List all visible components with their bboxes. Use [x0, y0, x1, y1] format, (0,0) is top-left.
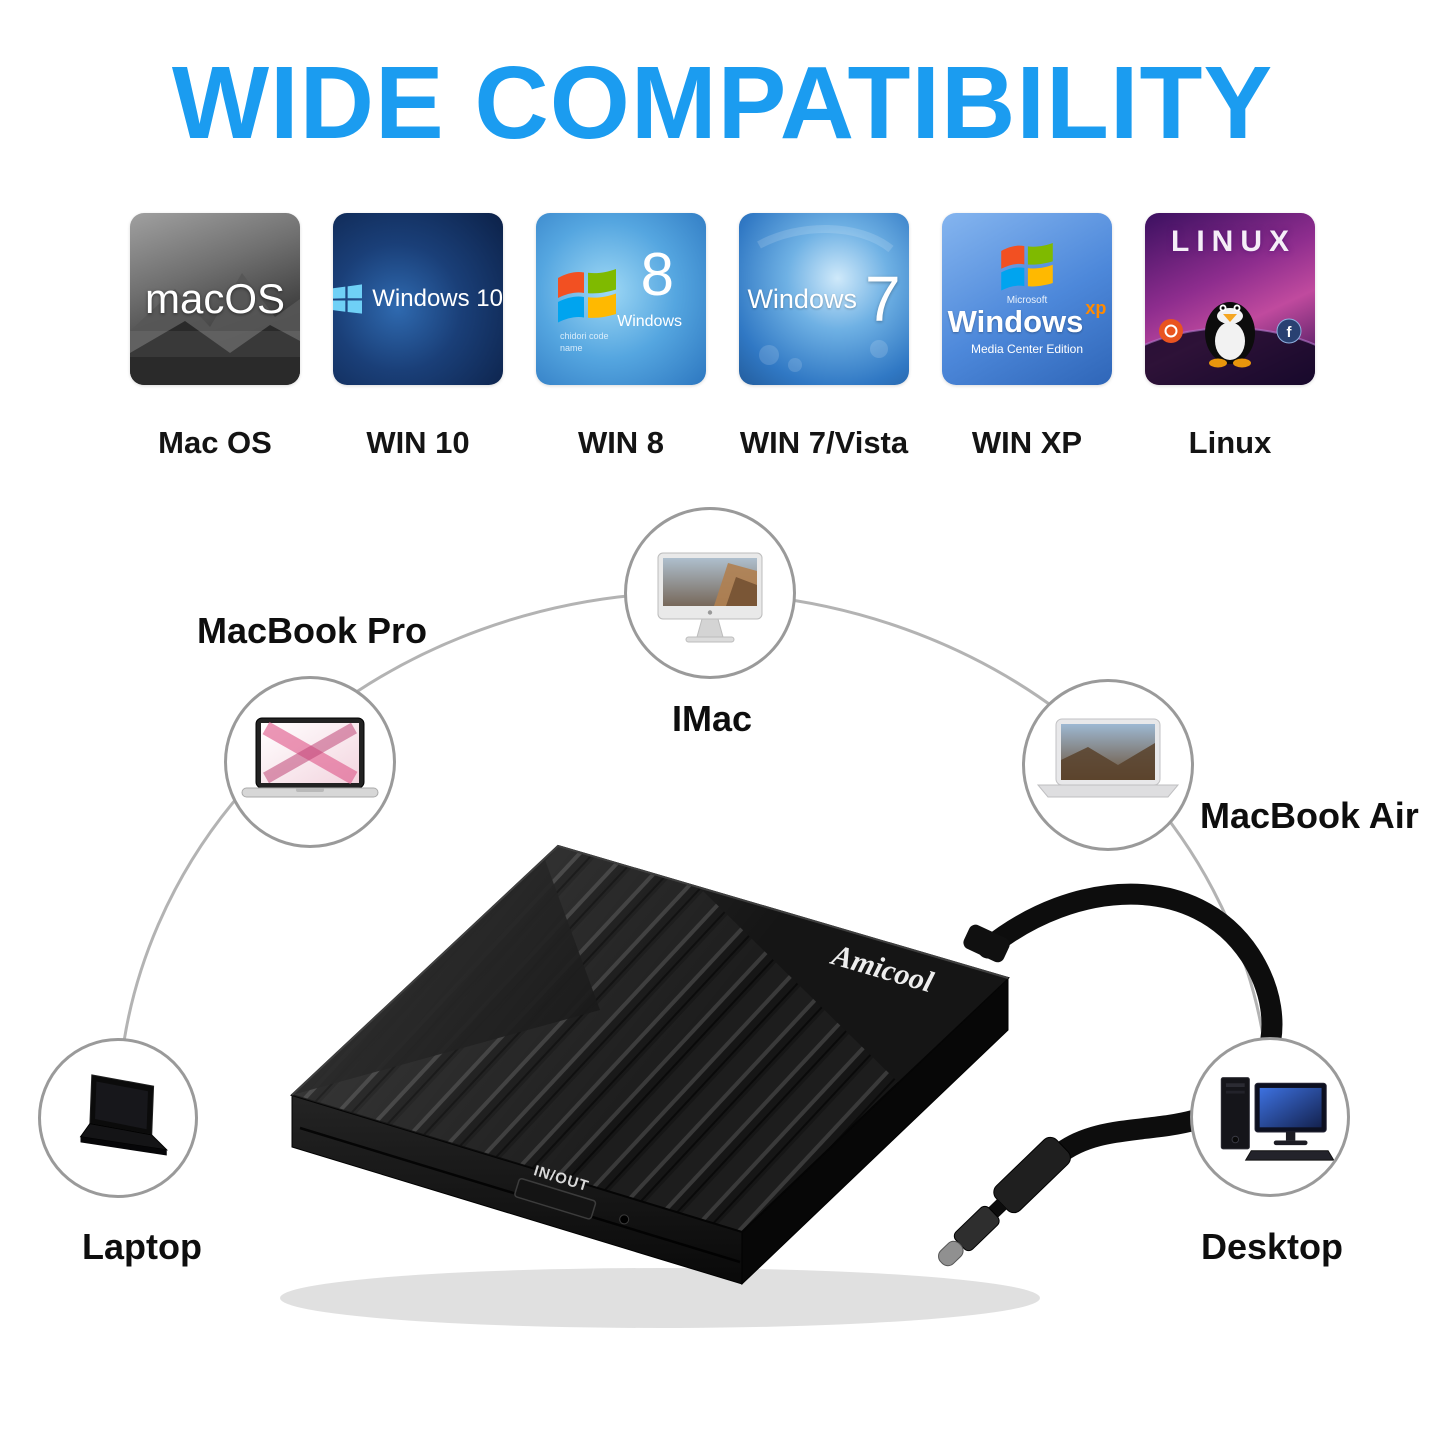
windows8-tile-image: 8 Windows chidori code name — [536, 213, 706, 385]
macos-mountain-artwork — [130, 273, 300, 385]
device-label-imac: IMac — [671, 698, 753, 739]
windows10-tile-image: Windows 10 — [333, 213, 503, 385]
device-label-macbook-pro: MacBook Pro — [196, 610, 428, 651]
fedora-logo-icon: f — [1276, 318, 1302, 344]
os-caption-windows10: WIN 10 — [366, 425, 470, 460]
linux-tile-image: f LINUX — [1145, 213, 1315, 385]
device-circle-imac — [624, 507, 796, 679]
windows-flag-icon — [558, 269, 616, 323]
os-caption-windows7: WIN 7/Vista — [739, 425, 909, 460]
windows7-number: 7 — [864, 263, 901, 335]
os-tile-windows10: Windows 10 WIN 10 — [333, 213, 503, 461]
usb-c-tip — [938, 1240, 964, 1267]
device-circle-desktop — [1190, 1037, 1350, 1197]
desktop-icon — [1220, 1077, 1335, 1161]
laptop-icon — [79, 1074, 169, 1156]
device-label-desktop: Desktop — [1200, 1226, 1344, 1267]
os-tiles-row: macOS Mac OS Windows 10 WIN 10 — [0, 213, 1445, 461]
macbook-air-icon — [1036, 718, 1180, 798]
os-tile-macos: macOS Mac OS — [130, 213, 300, 461]
imac-icon — [657, 552, 763, 643]
windowsxp-xp-label: xp — [1085, 297, 1107, 318]
os-tile-windows7: Windows 7 WIN 7/Vista — [739, 213, 909, 461]
windows10-logo-icon — [333, 284, 363, 314]
windows10-wordmark: Windows 10 — [372, 285, 503, 312]
windows8-wordmark: Windows — [617, 313, 682, 330]
macos-wordmark: macOS — [144, 275, 286, 322]
drive-shadow — [280, 1268, 1040, 1328]
windowsxp-microsoft-label: Microsoft — [1006, 294, 1048, 306]
os-caption-windows8: WIN 8 — [577, 425, 665, 460]
tux-penguin-icon — [1205, 302, 1255, 368]
device-label-laptop: Laptop — [82, 1226, 202, 1267]
fedora-glyph: f — [1287, 324, 1293, 341]
windows8-number: 8 — [640, 241, 674, 308]
usb-cable — [938, 883, 1283, 1267]
linux-wordmark: LINUX — [1171, 225, 1296, 258]
os-caption-linux: Linux — [1188, 425, 1272, 460]
device-label-macbook-air: MacBook Air — [1200, 795, 1419, 836]
os-tile-windows8: 8 Windows chidori code name WIN 8 — [536, 213, 706, 461]
dvd-drive: Amicool IN/OUT — [290, 844, 1010, 1286]
os-caption-macos: Mac OS — [158, 425, 272, 460]
usb-a-adapter — [993, 1136, 1071, 1214]
device-circle-macbook-pro — [224, 676, 396, 848]
os-caption-windowsxp: WIN XP — [971, 425, 1083, 460]
cable-strain-relief — [963, 924, 1010, 963]
windowsxp-flag-icon — [1001, 242, 1053, 291]
linux-artwork: f — [1145, 302, 1315, 385]
device-circle-macbook-air — [1022, 679, 1194, 851]
windows7-tile-image: Windows 7 — [739, 213, 909, 385]
eject-button — [514, 1177, 597, 1220]
macos-tile-image: macOS — [130, 213, 300, 385]
usb-connectors — [938, 1136, 1071, 1267]
windows7-wordmark: Windows — [747, 283, 857, 314]
windowsxp-tile-image: Microsoft Windows xp Media Center Editio… — [942, 213, 1112, 385]
emergency-eject-hole — [619, 1214, 630, 1225]
macbook-pro-icon — [241, 717, 379, 798]
device-circle-laptop — [38, 1038, 198, 1198]
cable-wire — [977, 883, 1283, 1166]
windows8-codename: chidori code name — [560, 331, 609, 353]
windowsxp-edition-label: Media Center Edition — [970, 341, 1084, 356]
windows7-bokeh-artwork — [757, 224, 894, 372]
page-title: WIDE COMPATIBILITY — [171, 45, 1274, 160]
ubuntu-logo-icon — [1159, 319, 1183, 343]
os-tile-windowsxp: Microsoft Windows xp Media Center Editio… — [942, 213, 1112, 461]
windowsxp-wordmark: Windows — [947, 303, 1084, 339]
os-tile-linux: f LINUX — [1145, 213, 1315, 461]
